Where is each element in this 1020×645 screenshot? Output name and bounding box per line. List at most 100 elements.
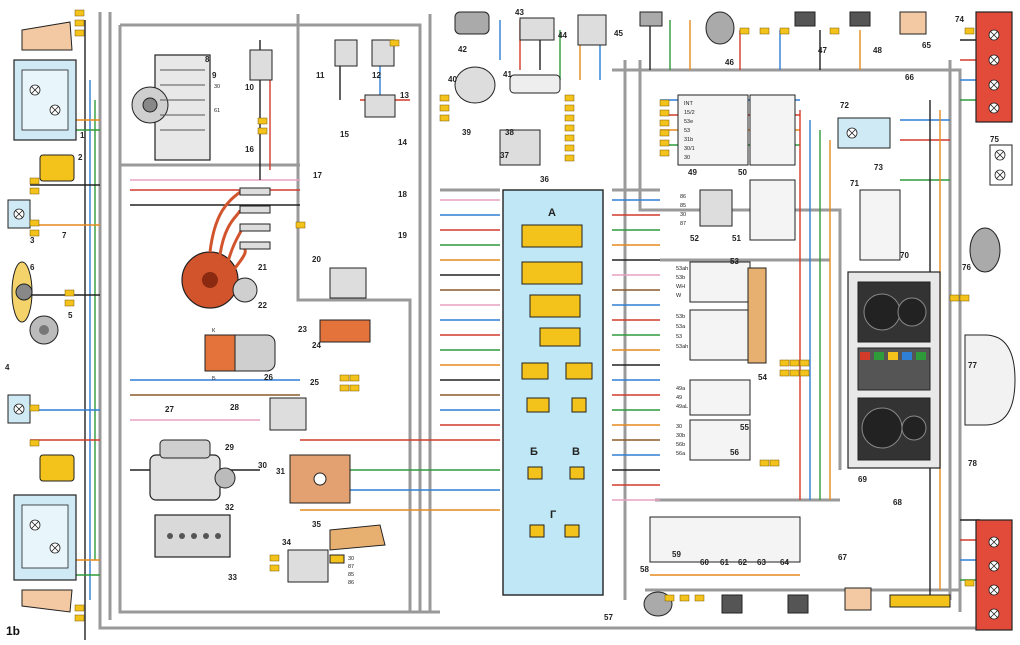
label-23: 23: [298, 325, 307, 334]
sw53c-pin-49: 49: [676, 395, 682, 401]
label-12: 12: [372, 71, 381, 80]
label-43: 43: [515, 8, 524, 17]
label-65a: 65: [922, 41, 931, 50]
label-67: 67: [838, 553, 847, 562]
label-54: 54: [758, 373, 767, 382]
label-68: 68: [893, 498, 902, 507]
label-17: 17: [313, 171, 322, 180]
rear-lamp-top: [975, 11, 1013, 123]
relay-34-pin-87: 87: [348, 564, 354, 570]
relay-52-pin-85: 85: [680, 203, 686, 209]
label-44: 44: [558, 31, 567, 40]
label-41: 41: [503, 70, 512, 79]
relay-49-pin-53e: 53e: [684, 119, 693, 125]
label-48a: 48: [873, 46, 882, 55]
right-side-components: [837, 11, 1016, 611]
label-22: 22: [258, 301, 267, 310]
label-27: 27: [165, 405, 174, 414]
label-69: 69: [858, 475, 867, 484]
label-55: 55: [740, 423, 749, 432]
label-64: 64: [780, 558, 789, 567]
label-63: 63: [757, 558, 766, 567]
block-letter-v: В: [572, 446, 580, 458]
label-8: 8: [205, 55, 210, 64]
coil-pin-b: Б: [212, 376, 216, 382]
label-36: 36: [540, 175, 549, 184]
label-7: 7: [62, 231, 67, 240]
label-53: 53: [730, 257, 739, 266]
rear-lamp-bottom: [975, 519, 1013, 631]
relay-49-pin-53: 53: [684, 128, 690, 134]
instrument-cluster: [847, 271, 941, 469]
label-52: 52: [690, 234, 699, 243]
label-39: 39: [462, 128, 471, 137]
label-58: 58: [640, 565, 649, 574]
label-71: 71: [850, 179, 859, 188]
label-5: 5: [68, 311, 73, 320]
sw53d-pin-30: 30: [676, 424, 682, 430]
label-30: 30: [258, 461, 267, 470]
label-13: 13: [400, 91, 409, 100]
block-letter-g: Г: [550, 509, 557, 521]
label-57: 57: [604, 613, 613, 622]
fan-motor: [11, 261, 33, 323]
label-35: 35: [312, 520, 321, 529]
label-25: 25: [310, 378, 319, 387]
label-33: 33: [228, 573, 237, 582]
relay-34-pin-85: 85: [348, 572, 354, 578]
label-32: 32: [225, 503, 234, 512]
label-40: 40: [448, 75, 457, 84]
component-number-labels: 1 2 3 4 5 6 7 8 9 10 11 12 13 14 15 16 1…: [5, 8, 999, 622]
label-3a: 3: [30, 236, 35, 245]
label-76: 76: [962, 263, 971, 272]
label-20: 20: [312, 255, 321, 264]
figure-label: 1b: [6, 624, 21, 638]
sw53-pin-53ah: 53ah: [676, 266, 688, 272]
coil-pin-k: К: [212, 328, 216, 334]
block-letter-a: A: [548, 207, 556, 219]
distributor: [181, 190, 258, 309]
sw53d-pin-30b: 30b: [676, 433, 685, 439]
alternator-pin-61: 61: [214, 108, 220, 114]
label-49: 49: [688, 168, 697, 177]
label-78: 78: [968, 459, 977, 468]
switch-block-53: 53ah 53b WH W 53b 53a 53 53ah 49a 49 49a…: [676, 261, 751, 461]
relay-50-51: [749, 94, 796, 241]
label-51: 51: [732, 234, 741, 243]
label-16: 16: [245, 145, 254, 154]
label-11: 11: [316, 71, 325, 80]
sw53b-pin-53ah: 53ah: [676, 344, 688, 350]
label-14: 14: [398, 138, 407, 147]
voltage-regulator-31: [289, 454, 351, 504]
label-15: 15: [340, 130, 349, 139]
label-74a: 74: [955, 15, 964, 24]
wiper-motor-35: [329, 524, 386, 551]
label-2a: 2: [78, 153, 83, 162]
label-19: 19: [398, 231, 407, 240]
relay-49-pin-30-1: 30/1: [684, 146, 695, 152]
label-18: 18: [398, 190, 407, 199]
relay-34-pin-30: 30: [348, 556, 354, 562]
top-row-components: [454, 11, 871, 166]
relay-49-pin-30: 30: [684, 155, 690, 161]
label-4: 4: [5, 363, 10, 372]
label-56: 56: [730, 448, 739, 457]
label-24: 24: [312, 341, 321, 350]
sw53d-pin-56b: 56b: [676, 442, 685, 448]
sw53b-pin-53a: 53a: [676, 324, 686, 330]
relay-52: 86 85 30 87: [680, 189, 733, 227]
label-29: 29: [225, 443, 234, 452]
relay-52-pin-87: 87: [680, 221, 686, 227]
label-73: 73: [874, 163, 883, 172]
relay-49-pin-31b: 31b: [684, 137, 693, 143]
label-37: 37: [500, 151, 509, 160]
label-59: 59: [672, 550, 681, 559]
sw53-pin-53b: 53b: [676, 275, 685, 281]
label-47a: 47: [818, 46, 827, 55]
battery: [154, 514, 231, 558]
relay-34: 30 87 85 86: [287, 549, 354, 586]
label-26: 26: [264, 373, 273, 382]
label-42: 42: [458, 45, 467, 54]
headlamp-top-left: [13, 59, 77, 141]
